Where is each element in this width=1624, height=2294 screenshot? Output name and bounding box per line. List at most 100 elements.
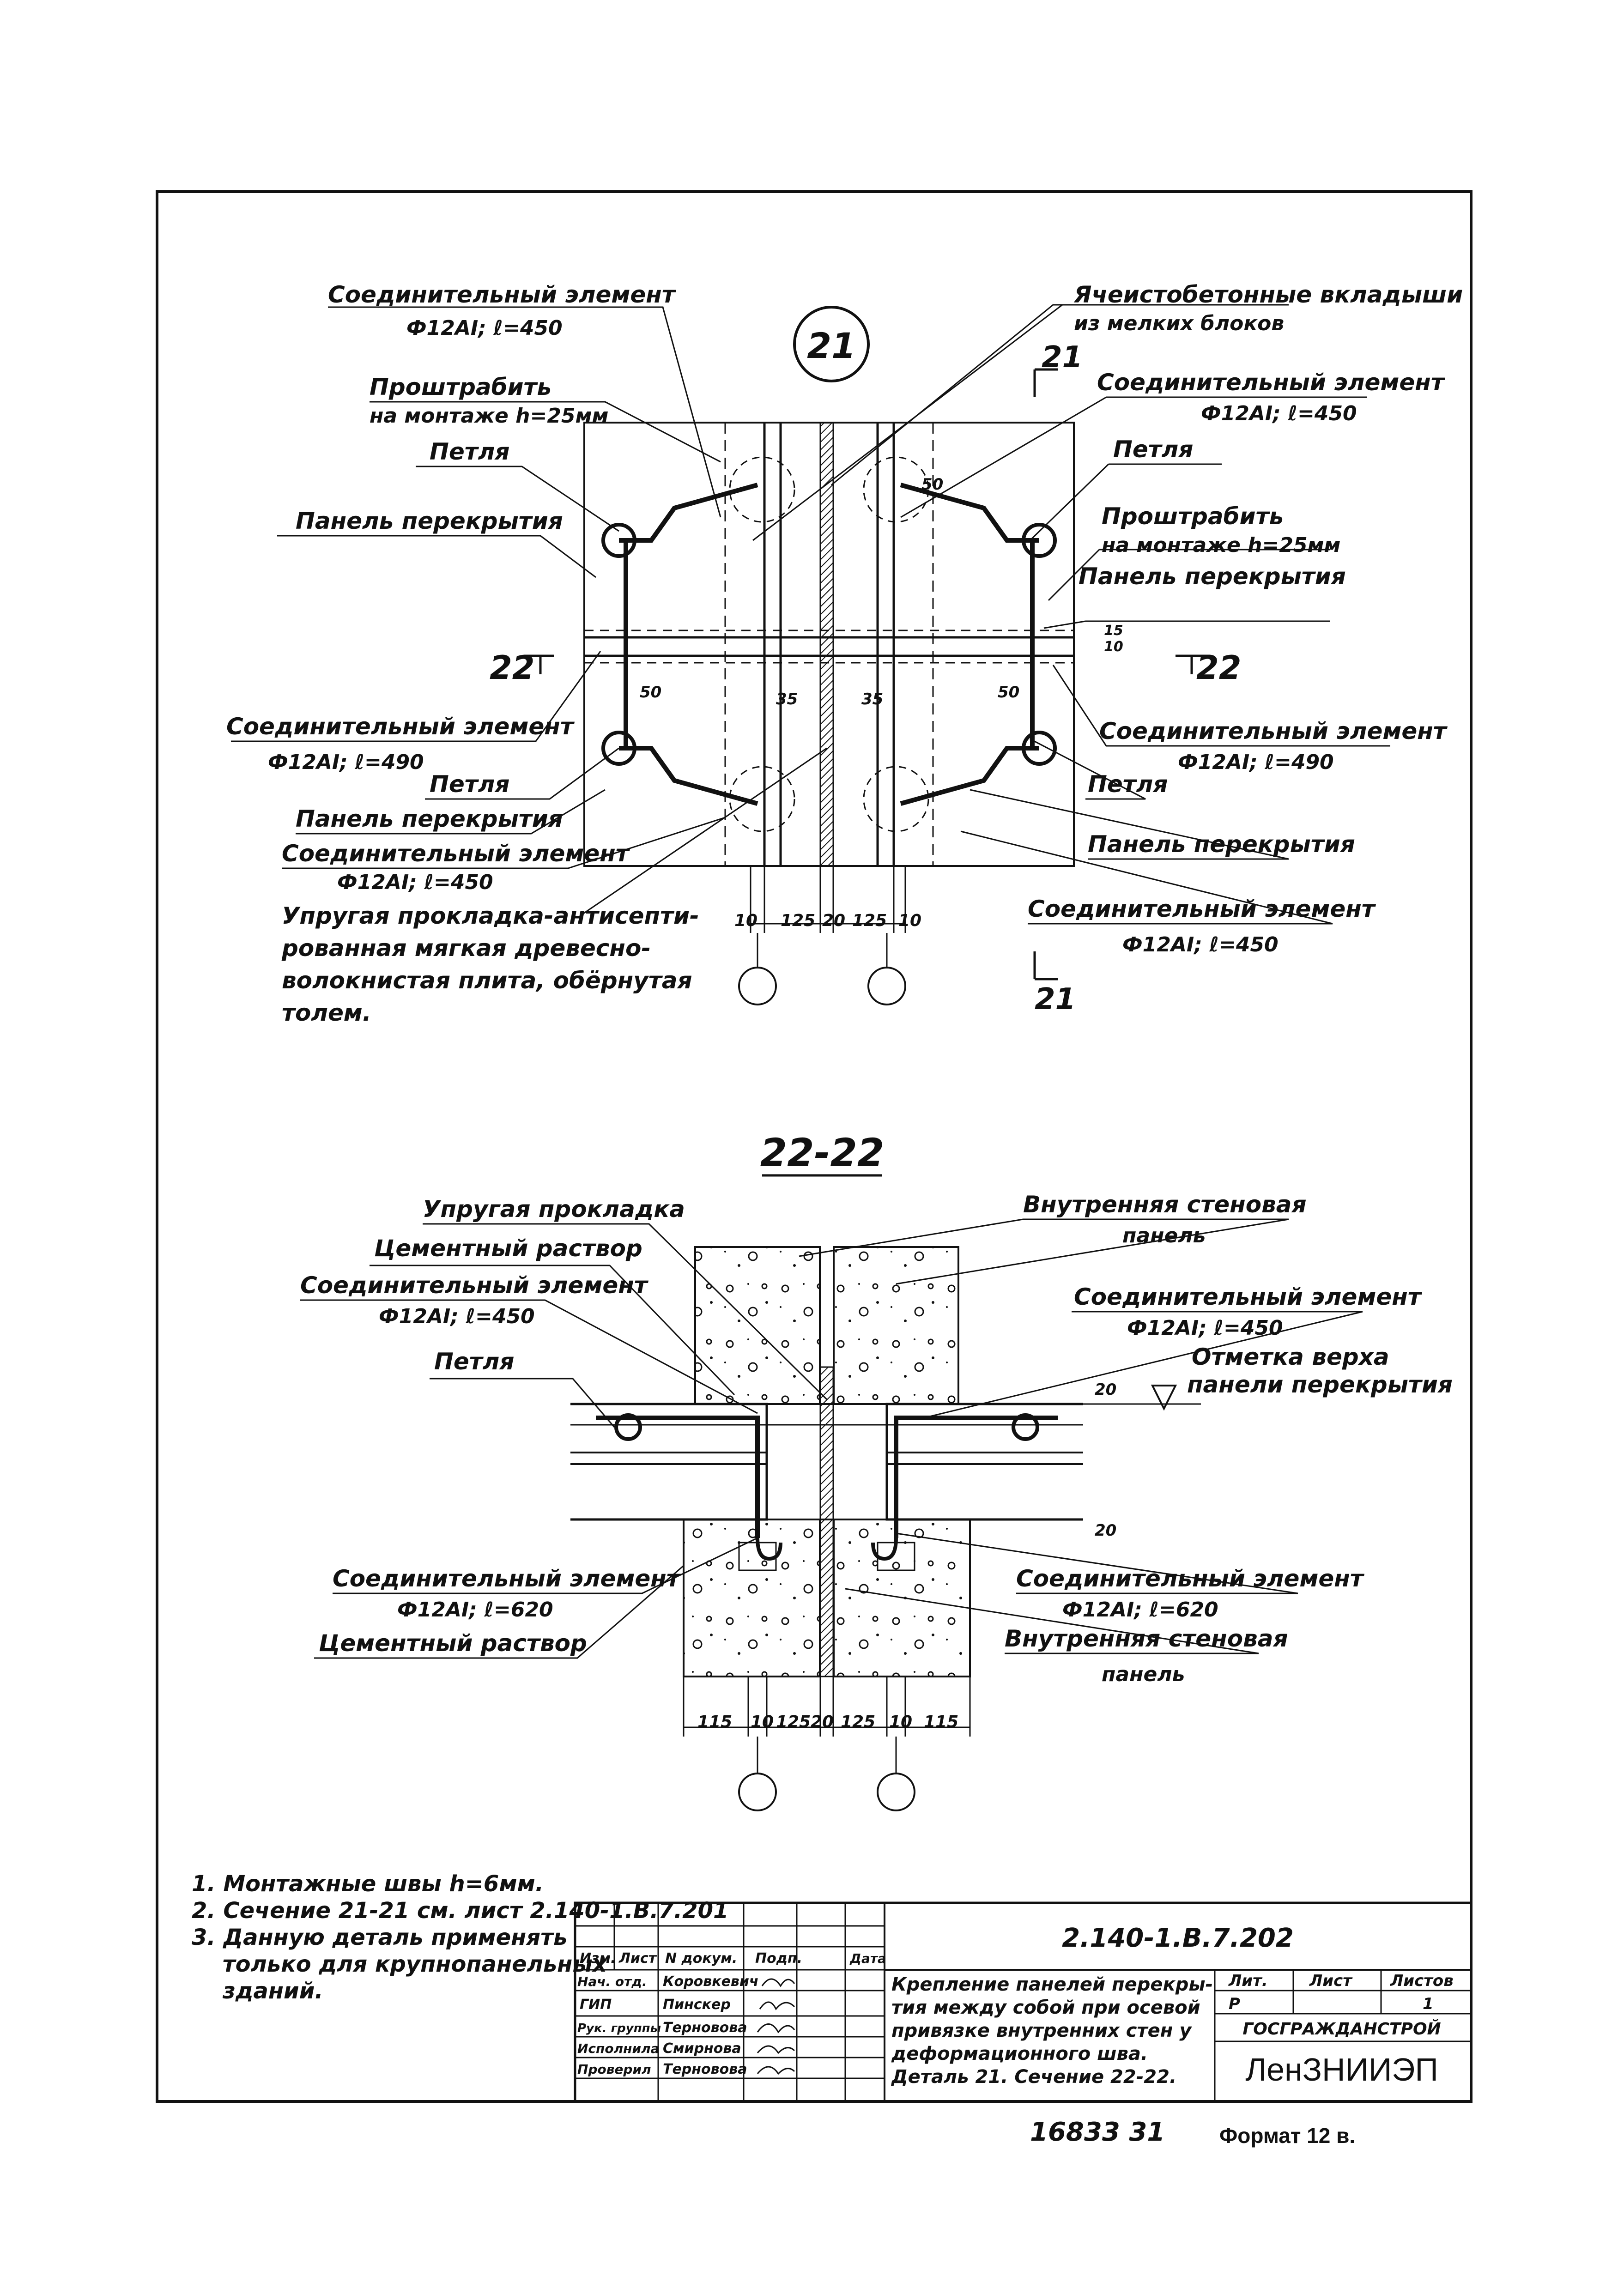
tb-name-0: Коровкевич: [663, 1973, 759, 1990]
sec-axis-bubble-left: [738, 1773, 777, 1811]
sec-lbl-conn-620-l: Соединительный элемент: [333, 1565, 681, 1592]
title-block: 2.140-1.В.7.202 Изм. Лист N докум. Подп.…: [574, 1901, 1473, 2103]
lbl-groove-tl-2: на монтаже h=25мм: [370, 404, 609, 428]
sec-lbl-inner-wall-bot-1: Внутренняя стеновая: [1005, 1625, 1288, 1652]
sec-lbl-loop: Петля: [434, 1348, 514, 1375]
elastic-pad: [819, 422, 834, 867]
sec-dim-5: 10: [889, 1713, 912, 1731]
lbl-conn-450-br-spec: Ф12АI; ℓ=450: [1122, 933, 1279, 956]
note-3: 3. Данную деталь применять: [192, 1925, 568, 1950]
format-label: Формат 12 в.: [1219, 2124, 1355, 2148]
sec-lbl-conn-450-r: Соединительный элемент: [1074, 1283, 1423, 1310]
dim-35-left: 35: [776, 690, 798, 708]
tb-org-2: ЛенЗНИИЭП: [1245, 2052, 1438, 2088]
upper-wall-right: [833, 1246, 959, 1405]
lbl-slab-tr: Панель перекрытия: [1079, 563, 1346, 590]
detail-number-circle: [793, 306, 870, 382]
dim-20-top: 20: [1095, 1380, 1116, 1399]
sec-lbl-inner-wall-bot-2: панель: [1102, 1663, 1185, 1686]
tb-desc-4: Деталь 21. Сечение 22-22.: [891, 2066, 1176, 2088]
tb-code: 2.140-1.В.7.202: [1062, 1923, 1294, 1953]
sec-lbl-conn-450-l-spec: Ф12АI; ℓ=450: [379, 1305, 535, 1328]
lbl-elastic-1: Упругая прокладка-антисепти-: [282, 902, 699, 929]
tb-role-2: Рук. группы: [577, 2022, 661, 2035]
lbl-slab-bl: Панель перекрытия: [296, 805, 563, 832]
tb-org-1: ГОСГРАЖДАНСТРОЙ: [1242, 2019, 1441, 2039]
tb-desc-0: Крепление панелей перекры-: [891, 1974, 1213, 1995]
sec-dim-6: 115: [924, 1713, 958, 1731]
section-mark-21-top: 21: [1042, 340, 1083, 375]
general-notes: 1. Монтажные швы h=6мм. 2. Сечение 21-21…: [192, 1870, 728, 2004]
dim-50-left: 50: [640, 683, 661, 702]
sec-dim-3: 20: [811, 1713, 834, 1731]
dim-chain-3: 125: [852, 911, 887, 930]
lbl-elastic-3: волокнистая плита, обёрнутая: [282, 967, 692, 994]
lbl-conn-450-tl: Соединительный элемент: [328, 281, 677, 308]
lbl-loop-bl: Петля: [430, 771, 509, 798]
dim-chain-4: 10: [898, 911, 921, 930]
detail-21: 21 22 22: [226, 281, 1463, 1026]
lbl-loop-tr: Петля: [1113, 436, 1193, 463]
section-mark-22-left: 22: [490, 649, 534, 687]
dim-10: 10: [1104, 639, 1123, 655]
dim-15: 15: [1104, 623, 1123, 639]
tb-name-2: Терновова: [663, 2020, 747, 2036]
lbl-conn-450-tl-spec: Ф12АI; ℓ=450: [406, 316, 563, 340]
tb-desc-2: привязке внутренних стен у: [891, 2020, 1192, 2041]
dim-chain-1: 125: [781, 911, 815, 930]
lbl-slab-tl: Панель перекрытия: [296, 508, 563, 534]
tb-stage-v0: Р: [1229, 1995, 1240, 2013]
detail-number: 21: [807, 325, 856, 366]
lbl-groove-tl-1: Проштрабить: [370, 374, 551, 400]
lbl-aerated-2: из мелких блоков: [1074, 312, 1284, 335]
section-elastic-pad: [819, 1366, 834, 1677]
lbl-conn-490-l: Соединительный элемент: [226, 713, 575, 740]
sec-axis-bubble-right: [877, 1773, 915, 1811]
section-title: 22-22: [760, 1130, 885, 1175]
lbl-conn-490-r-spec: Ф12АI; ℓ=490: [1178, 751, 1334, 774]
tb-role-4: Проверил: [577, 2062, 651, 2077]
lbl-slab-br: Панель перекрытия: [1088, 831, 1355, 858]
lbl-conn-450-bl: Соединительный элемент: [282, 840, 630, 867]
lbl-conn-450-tr: Соединительный элемент: [1097, 369, 1446, 396]
lbl-elastic-2: рованная мягкая древесно-: [281, 935, 651, 962]
axis-bubble-left: [738, 967, 777, 1005]
lbl-groove-tr-2: на монтаже h=25мм: [1102, 533, 1341, 557]
tb-name-1: Пинскер: [663, 1997, 731, 2013]
tb-col-izm: Изм.: [580, 1950, 616, 1967]
lbl-conn-490-r: Соединительный элемент: [1099, 718, 1448, 744]
tb-col-sign: Подп.: [755, 1950, 802, 1967]
tb-col-list: Лист: [618, 1950, 657, 1967]
sec-lbl-inner-wall-top-1: Внутренняя стеновая: [1023, 1191, 1307, 1218]
sec-lbl-mark-1: Отметка верха: [1192, 1344, 1389, 1370]
tb-col-doc: N докум.: [665, 1950, 737, 1967]
dim-chain-2: 20: [822, 911, 845, 930]
dim-50-right: 50: [998, 683, 1019, 702]
dim-20-bottom: 20: [1095, 1521, 1116, 1540]
note-3-cont-1: только для крупнопанельных: [192, 1951, 607, 1977]
sec-dim-2: 125: [776, 1713, 811, 1731]
note-1: 1. Монтажные швы h=6мм.: [192, 1871, 544, 1897]
lbl-groove-tr-1: Проштрабить: [1102, 503, 1284, 530]
sec-lbl-conn-450-r-spec: Ф12АI; ℓ=450: [1127, 1316, 1283, 1340]
sec-lbl-conn-620-r: Соединительный элемент: [1016, 1565, 1365, 1592]
sec-lbl-mark-2: панели перекрытия: [1187, 1371, 1453, 1398]
tb-name-4: Терновова: [663, 2061, 747, 2077]
sec-lbl-mortar-top: Цементный раствор: [374, 1235, 642, 1262]
sec-lbl-conn-620-r-spec: Ф12АI; ℓ=620: [1062, 1598, 1218, 1622]
note-3-cont-2: зданий.: [192, 1978, 323, 2004]
section-22-22: 22-22 20 20: [300, 1130, 1453, 1811]
lbl-conn-450-bl-spec: Ф12АI; ℓ=450: [337, 871, 493, 894]
lbl-conn-490-l-spec: Ф12АI; ℓ=490: [268, 751, 424, 774]
lbl-loop-br: Петля: [1088, 771, 1168, 798]
sec-lbl-conn-620-l-spec: Ф12АI; ℓ=620: [397, 1598, 553, 1622]
axis-bubble-right: [867, 967, 906, 1005]
dim-chain-0: 10: [734, 911, 757, 930]
tb-stage-v2: 1: [1423, 1995, 1434, 2013]
tb-col-date: Дата: [849, 1951, 886, 1966]
sec-lbl-elastic: Упругая прокладка: [423, 1196, 685, 1223]
dim-50-top: 50: [921, 475, 943, 494]
section-mark-22-right: 22: [1196, 649, 1241, 687]
section-mark-21-bottom: 21: [1035, 982, 1076, 1017]
lower-wall-left: [683, 1519, 821, 1677]
